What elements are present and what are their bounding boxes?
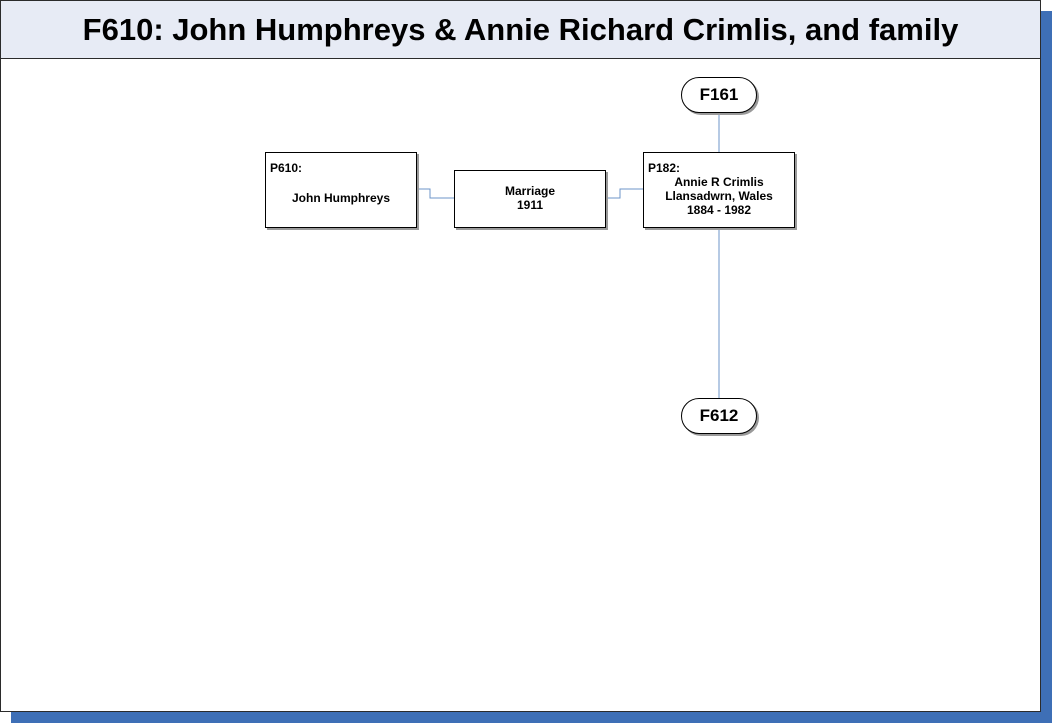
wife-place: Llansadwrn, Wales — [665, 189, 773, 203]
parent-family-link[interactable]: F161 — [681, 77, 757, 113]
marriage-year: 1911 — [516, 198, 544, 212]
wife-name: Annie R Crimlis — [674, 175, 764, 189]
parent-family-label: F161 — [699, 85, 739, 104]
husband-id: P610: — [270, 161, 303, 175]
chart-page: F610: John Humphreys & Annie Richard Cri… — [0, 0, 1041, 712]
page-title: F610: John Humphreys & Annie Richard Cri… — [82, 11, 959, 47]
wife-id: P182: — [648, 161, 681, 175]
child-family-label: F612 — [699, 406, 739, 425]
marriage-box[interactable]: Marriage 1911 — [454, 170, 606, 228]
husband-name: John Humphreys — [291, 191, 390, 205]
wife-box[interactable]: P182: Annie R Crimlis Llansadwrn, Wales … — [643, 152, 795, 228]
title-bar: F610: John Humphreys & Annie Richard Cri… — [1, 1, 1040, 59]
husband-box[interactable]: P610: John Humphreys — [265, 152, 417, 228]
marriage-label: Marriage — [504, 184, 556, 198]
wife-dates: 1884 - 1982 — [686, 203, 752, 217]
child-family-link[interactable]: F612 — [681, 398, 757, 434]
